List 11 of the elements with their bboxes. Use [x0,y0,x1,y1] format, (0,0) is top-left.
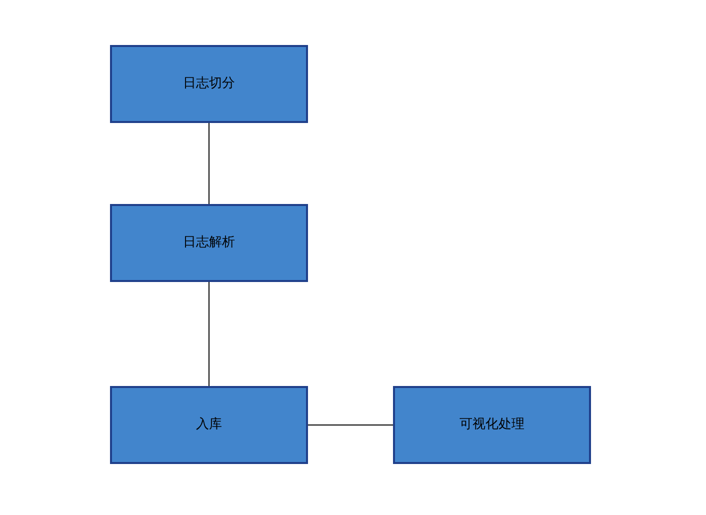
box-label: 可视化处理 [460,416,524,434]
connector-line [208,122,210,204]
process-box [110,204,308,282]
box-label: 日志切分 [183,75,235,94]
connector-line [208,282,210,386]
process-box [110,45,308,123]
box-label: 入库 [196,416,222,434]
box-label: 日志解析 [183,234,235,252]
connector-line [308,424,394,426]
process-box [110,386,308,464]
process-box [393,386,591,464]
